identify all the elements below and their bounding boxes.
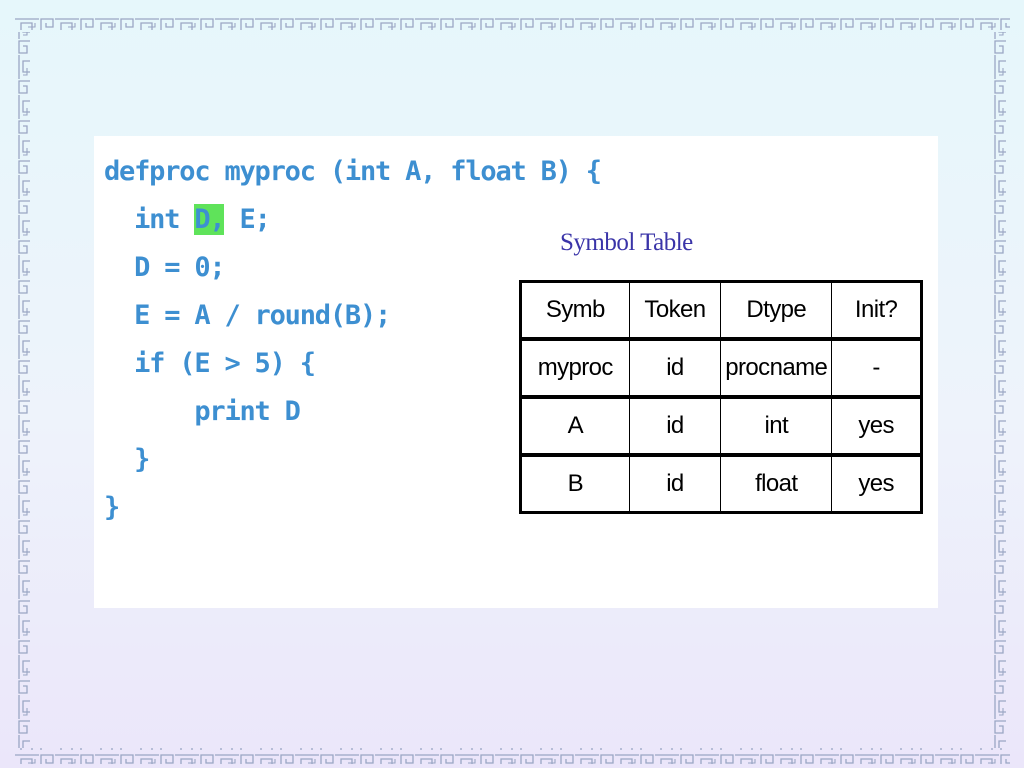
code-segment: } — [104, 444, 150, 475]
table-cell-symb: myproc — [520, 337, 630, 399]
table-cell-init: yes — [831, 395, 922, 457]
table-cell-token: id — [628, 453, 722, 513]
table-cell-init: yes — [831, 453, 922, 513]
code-line: } — [104, 436, 601, 484]
code-line: defproc myproc (int A, float B) { — [104, 148, 602, 196]
code-segment: defproc myproc (int A, float B) { — [104, 156, 602, 187]
table-row: B id float yes — [520, 453, 922, 513]
table-cell-token: id — [628, 337, 722, 399]
code-listing: defproc myproc (int A, float B) { int D,… — [104, 148, 602, 532]
code-segment: int — [104, 204, 195, 235]
table-cell-dtype: float — [720, 453, 833, 513]
symbol-table: Symb Token Dtype Init? myproc id procnam… — [519, 280, 923, 514]
code-segment: } — [104, 492, 120, 523]
code-segment: E; — [224, 204, 271, 235]
column-header-token: Token — [628, 281, 722, 341]
code-segment: E = A / round(B); — [104, 300, 391, 331]
column-header-symb: Symb — [520, 281, 630, 341]
code-line: int D, E; — [104, 196, 601, 244]
code-line: } — [104, 484, 601, 532]
code-segment: if (E > 5) { — [104, 348, 316, 379]
table-title: Symbol Table — [560, 229, 693, 256]
column-header-dtype: Dtype — [720, 281, 833, 341]
code-segment: D = 0; — [104, 252, 226, 283]
table-cell-init: - — [831, 337, 922, 399]
code-line: E = A / round(B); — [104, 292, 601, 340]
code-line: print D — [104, 388, 601, 436]
code-line: if (E > 5) { — [104, 340, 601, 388]
table-cell-dtype: int — [720, 395, 833, 457]
table-row: A id int yes — [520, 395, 922, 457]
code-segment: print D — [104, 396, 301, 427]
table-header-row: Symb Token Dtype Init? — [520, 281, 922, 341]
column-header-init: Init? — [831, 281, 922, 341]
table-cell-symb: A — [520, 395, 630, 457]
highlighted-identifier: D, — [194, 204, 226, 235]
table-cell-dtype: procname — [720, 337, 833, 399]
table-cell-token: id — [628, 395, 722, 457]
table-row: myproc id procname - — [520, 337, 922, 399]
table-cell-symb: B — [520, 453, 630, 513]
code-line: D = 0; — [104, 244, 601, 292]
